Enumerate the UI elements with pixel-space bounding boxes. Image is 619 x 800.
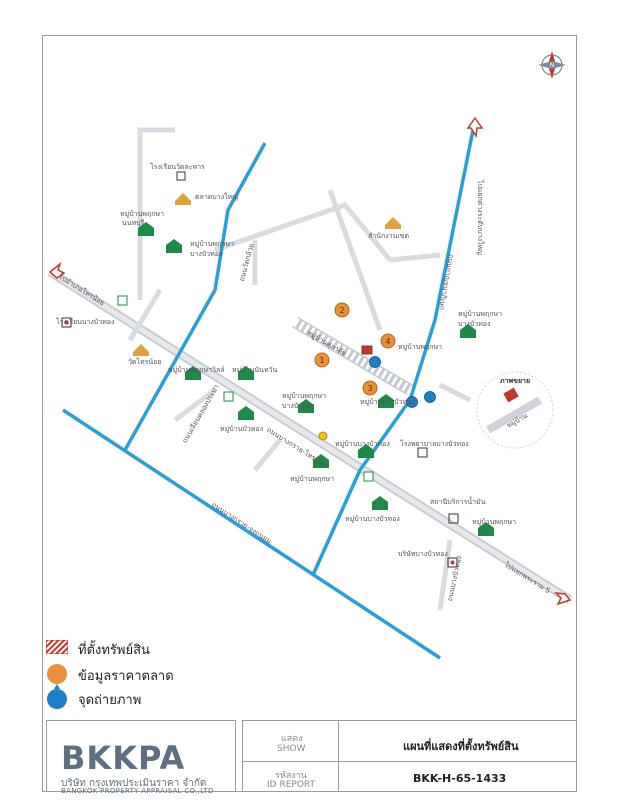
subject-hatch-icon bbox=[46, 640, 68, 654]
subject-property-marker bbox=[361, 345, 373, 355]
show-row: แสดง SHOW แผนที่แสดงที่ตั้งทรัพย์สิน bbox=[242, 720, 577, 763]
svg-text:1: 1 bbox=[319, 356, 324, 365]
label-north-road: ไปแยกต่างระดับบางใหญ่ bbox=[476, 180, 484, 256]
label-village-5: หมู่บ้านนันทวัน bbox=[232, 366, 278, 374]
label-village-1b: นนทบุรี bbox=[122, 219, 145, 227]
report-label-cell bbox=[243, 762, 339, 792]
photo-point-markers bbox=[369, 356, 436, 408]
market-circle-icon bbox=[47, 664, 67, 684]
label-village-2b: บางบัวทอง bbox=[190, 250, 223, 258]
subject-soi bbox=[291, 316, 414, 396]
label-village-8: หมู่บ้านบางบัวทอง bbox=[360, 398, 415, 406]
label-school-2: โรงเรียนบางบัวทอง bbox=[56, 318, 115, 326]
label-village-11: หมู่บ้านพฤกษา bbox=[290, 475, 335, 483]
label-temple-2: วัดไทรน้อย bbox=[128, 358, 162, 366]
store-icons bbox=[117, 295, 374, 482]
market-marker-2: 2 bbox=[334, 302, 350, 318]
village-icons bbox=[138, 222, 494, 536]
company-logo-box: BKKPA บริษัท กรุงเทพประเมินราคา จำกัด BA… bbox=[46, 720, 236, 795]
label-village-9: หมู่บ้านพฤกษา bbox=[398, 343, 443, 351]
company-name-en: BANGKOK PROPERTY APPRAISAL CO.,LTD bbox=[61, 787, 214, 795]
label-inset-title: ภาพขยาย bbox=[500, 377, 531, 385]
report-row: รหัสงาน ID REPORT BKK-H-65-1433 bbox=[242, 762, 577, 792]
label-factory: บริษัทบางบัวทอง bbox=[398, 550, 448, 558]
label-village-6: หมู่บ้านพฤกษา bbox=[282, 392, 327, 400]
show-label-cell bbox=[243, 721, 339, 763]
label-shop: สถานีบริการน้ำมัน bbox=[430, 498, 486, 506]
label-village-4b: บางบัวทอง bbox=[458, 320, 491, 328]
svg-text:4: 4 bbox=[385, 337, 390, 346]
label-hospital: โรงพยาบาลบางบัวทอง bbox=[400, 440, 469, 448]
show-label-th: แสดง bbox=[281, 734, 303, 744]
legend-photo-label: จุดถ่ายภาพ bbox=[78, 693, 142, 708]
road-arrows bbox=[48, 116, 572, 606]
label-village-3: หมู่บ้านพฤกษาวิลล์ bbox=[168, 366, 225, 374]
secondary-roads bbox=[127, 127, 472, 611]
market-marker-1: 1 bbox=[314, 352, 330, 368]
svg-text:3: 3 bbox=[367, 384, 372, 393]
market-data-markers: 1 2 3 4 bbox=[314, 302, 396, 396]
label-village-1: หมู่บ้านพฤกษา bbox=[120, 210, 165, 218]
label-village-7: หมู่บ้านบัวทอง bbox=[220, 425, 263, 433]
label-office: สำนักงานเขต bbox=[368, 232, 410, 240]
label-market: ตลาดบางใหญ่ bbox=[195, 193, 239, 201]
label-village-6b: บางบัวทอง bbox=[282, 402, 315, 410]
compass-n-label: N bbox=[550, 62, 555, 69]
temple-icons bbox=[133, 193, 401, 356]
poi-icons bbox=[61, 171, 459, 568]
svg-text:2: 2 bbox=[339, 306, 344, 315]
report-label-en: ID REPORT bbox=[267, 780, 315, 790]
company-logo: BKKPA bbox=[61, 739, 186, 777]
label-village-2: หมู่บ้านพฤกษา bbox=[190, 240, 235, 248]
legend-market-label: ข้อมูลราคาตลาด bbox=[78, 669, 174, 684]
label-village-4: หมู่บ้านพฤกษา bbox=[458, 310, 503, 318]
photo-circle-icon bbox=[47, 684, 67, 709]
legend-subject-label: ที่ตั้งทรัพย์สิน bbox=[78, 643, 150, 658]
show-value: แผนที่แสดงที่ตั้งทรัพย์สิน bbox=[403, 740, 519, 753]
north-arrow: N bbox=[538, 51, 566, 79]
company-name-th: บริษัท กรุงเทพประเมินราคา จำกัด bbox=[61, 778, 207, 789]
report-label-th: รหัสงาน bbox=[275, 771, 307, 781]
market-marker-3: 3 bbox=[362, 380, 378, 396]
inset-enlargement bbox=[476, 371, 554, 449]
market-marker-4: 4 bbox=[380, 333, 396, 349]
show-label-en: SHOW bbox=[277, 744, 306, 754]
blue-roads bbox=[62, 119, 477, 660]
label-village-13: หมู่บ้านพฤกษา bbox=[472, 518, 517, 526]
label-school: โรงเรียนวัดละหาร bbox=[150, 163, 205, 171]
report-value: BKK-H-65-1433 bbox=[413, 772, 507, 785]
title-block: BKKPA บริษัท กรุงเทพประเมินราคา จำกัด BA… bbox=[46, 720, 577, 795]
label-village-10: หมู่บ้านบางบัวทอง bbox=[335, 440, 390, 448]
location-map: N 1 2 3 4 bbox=[47, 51, 573, 660]
label-village-12: หมู่บ้านบางบัวทอง bbox=[345, 515, 400, 523]
